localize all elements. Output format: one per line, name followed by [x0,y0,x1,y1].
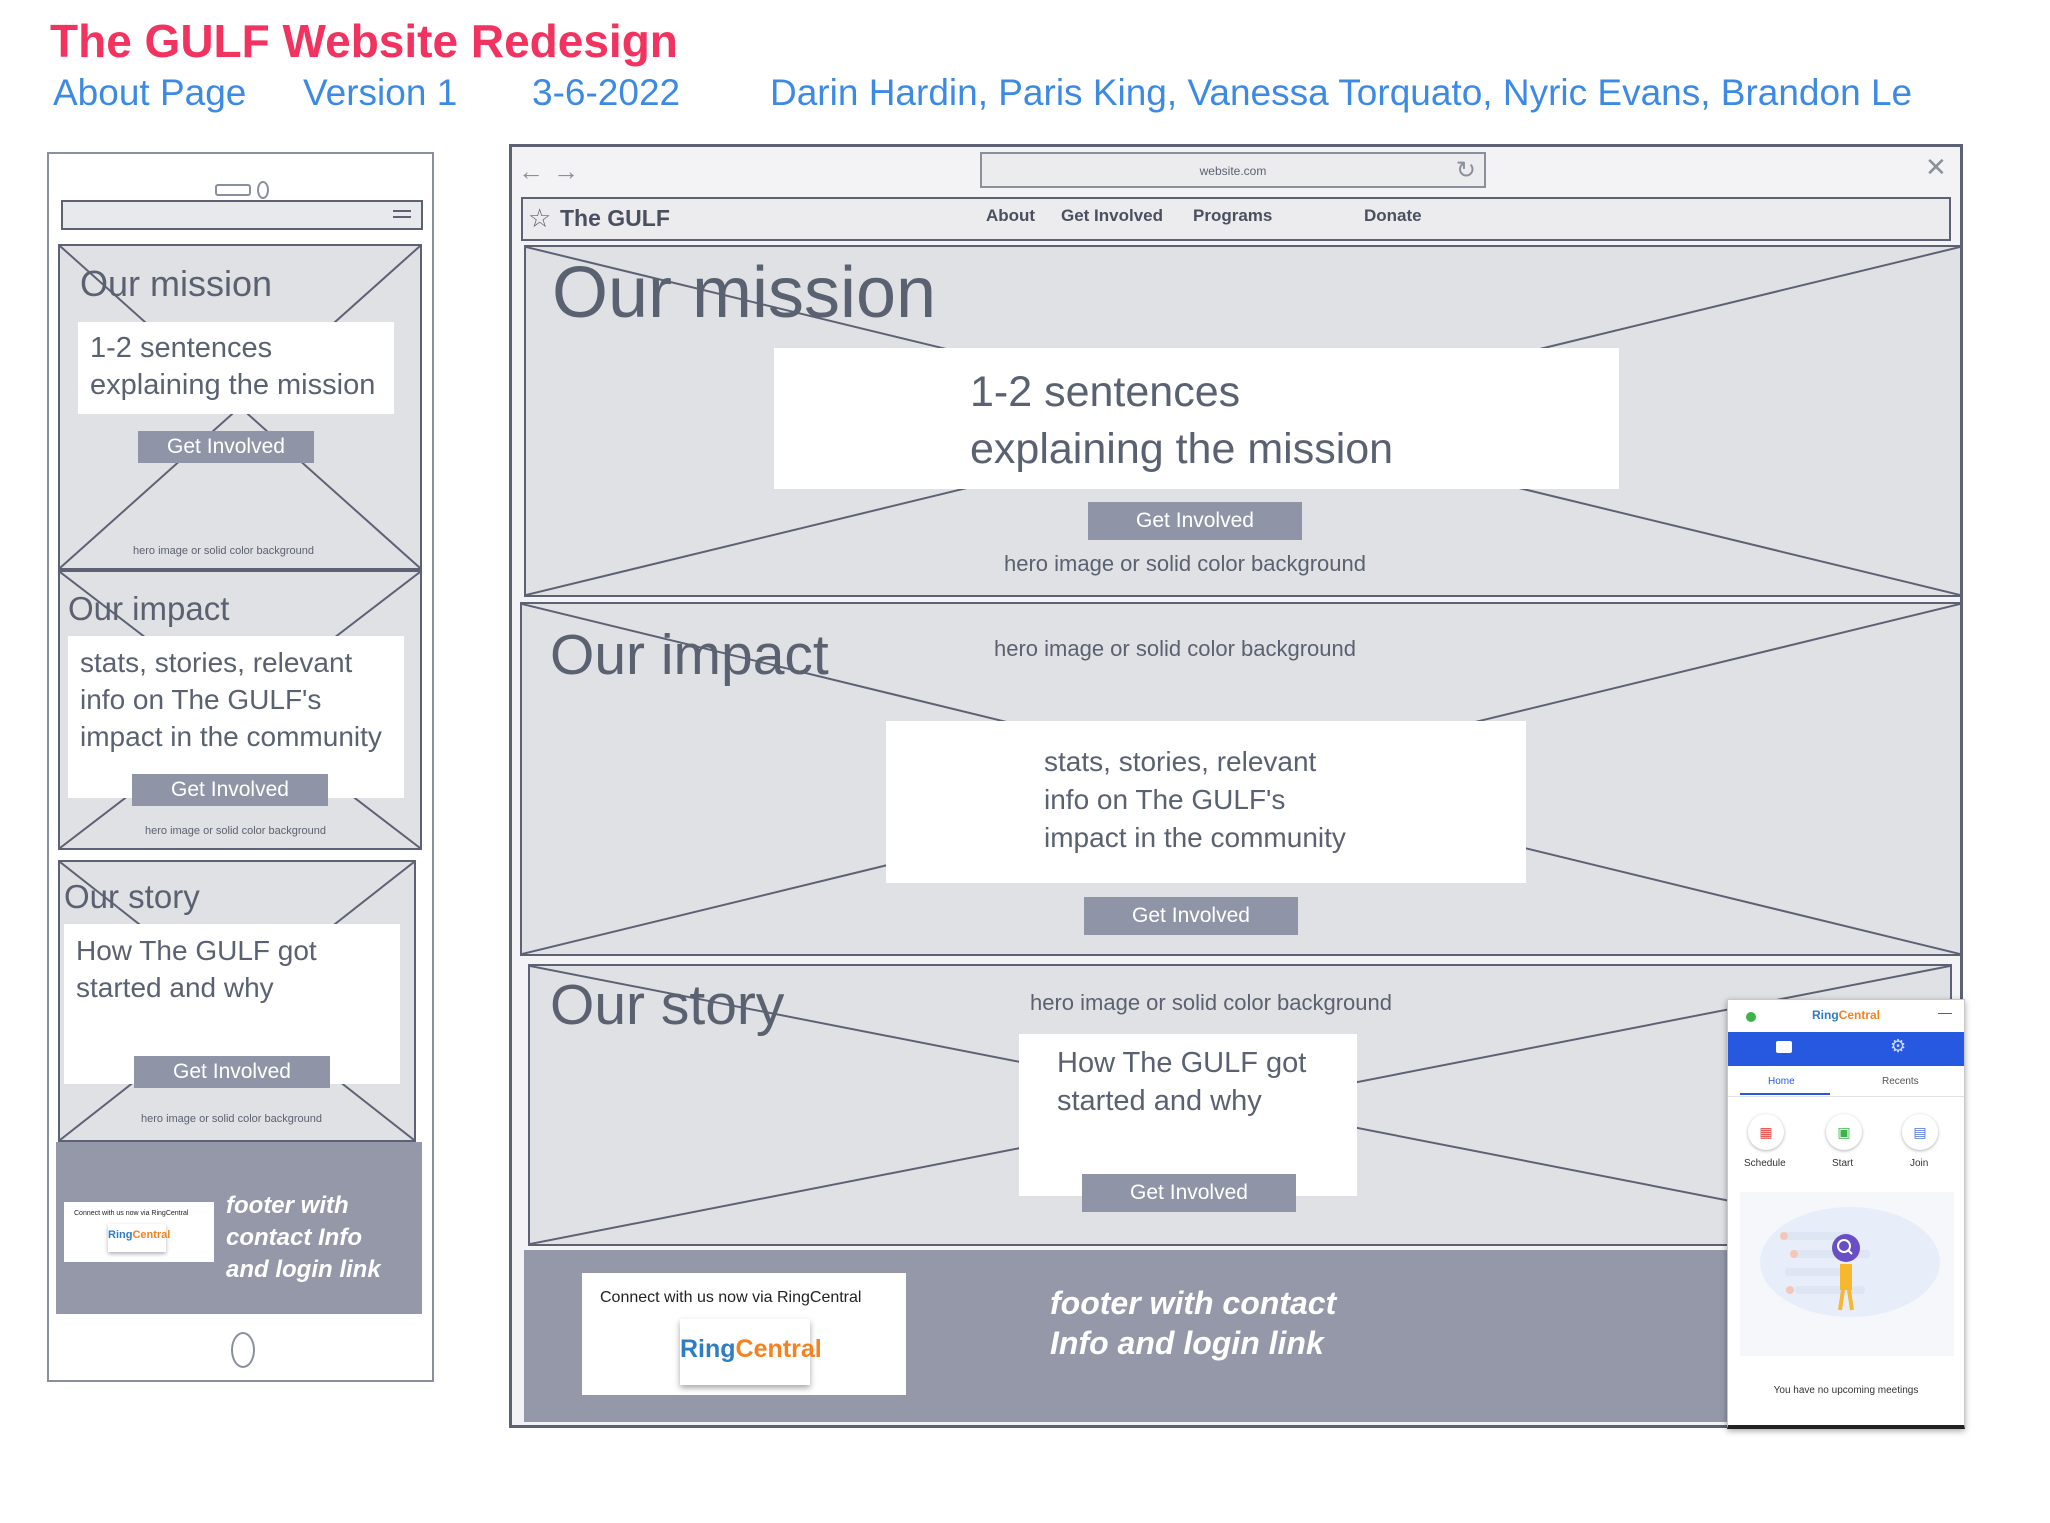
minimize-icon[interactable]: — [1938,1004,1952,1020]
empty-state-illustration [1760,1207,1940,1317]
refresh-icon[interactable]: ↻ [1455,157,1476,184]
desktop-connect-text: Connect with us now via RingCentral [600,1289,862,1306]
desktop-story-text-1: How The GULF got [1057,1047,1307,1079]
desktop-mission-text-2: explaining the mission [970,425,1394,473]
nav-donate[interactable]: Donate [1364,206,1422,225]
mobile-story-text-1: How The GULF got [76,935,317,966]
mobile-impact-caption: hero image or solid color background [145,825,326,837]
phone-speaker [215,184,251,196]
desktop-impact-caption: hero image or solid color background [994,636,1356,661]
tab-recents[interactable]: Recents [1882,1076,1919,1087]
desktop-mission-text-1: 1-2 sentences [970,368,1241,416]
ringcentral-app-window: RingCentral — ⚙ Home Recents ▦ Schedule … [1727,999,1965,1429]
schedule-label: Schedule [1744,1158,1786,1169]
mobile-mission-card: 1-2 sentences explaining the mission [78,322,394,414]
app-header-bar: ⚙ [1728,1032,1964,1066]
phone-home-button [231,1332,255,1368]
join-label: Join [1910,1158,1929,1169]
mobile-story-title: Our story [64,878,200,915]
page-name: About Page [53,72,247,113]
status-dot-icon [1746,1012,1756,1022]
desktop-ringcentral-logo: RingCentral [680,1319,822,1385]
tab-home-underline [1740,1093,1830,1095]
nav-about[interactable]: About [986,206,1036,225]
start-label: Start [1832,1158,1854,1169]
site-navbar [521,197,1951,241]
nav-programs[interactable]: Programs [1193,206,1273,225]
desktop-story-title: Our story [550,973,785,1037]
mobile-impact-title: Our impact [68,590,230,627]
url-text: website.com [1199,164,1267,178]
site-brand[interactable]: The GULF [560,205,670,231]
desktop-impact-card: stats, stories, relevant info on The GUL… [886,721,1526,883]
back-arrow-icon[interactable]: ← [518,156,544,186]
version-label: Version 1 [303,72,458,113]
desktop-impact-get-involved-button[interactable]: Get Involved [1084,897,1298,935]
desktop-footer-text: footer with contact Info and login link [1050,1285,1337,1361]
date-label: 3-6-2022 [532,72,681,113]
document-title: The GULF Website Redesign [50,15,678,67]
desktop-mission-get-involved-button[interactable]: Get Involved [1088,502,1302,540]
star-icon: ☆ [528,203,552,233]
mobile-ringcentral-card[interactable]: Connect with us now via RingCentral Ring… [64,1202,214,1262]
join-button-icon[interactable]: ▤ [1902,1114,1938,1150]
desktop-story-card: How The GULF got started and why [1019,1034,1357,1196]
no-meetings-text: You have no upcoming meetings [1773,1385,1919,1396]
mobile-footer-text: footer with contact Info and login link [226,1192,381,1283]
nav-get-involved[interactable]: Get Involved [1061,206,1164,225]
mobile-connect-text: Connect with us now via RingCentral [74,1210,189,1217]
start-button-icon[interactable]: ▣ [1826,1114,1862,1150]
mobile-impact-get-involved-button[interactable]: Get Involved [132,774,328,806]
tab-home[interactable]: Home [1768,1076,1795,1087]
schedule-button-icon[interactable]: ▦ [1748,1114,1784,1150]
mobile-mission-get-involved-button[interactable]: Get Involved [138,431,314,463]
mobile-impact-text-1: stats, stories, relevant [80,647,353,678]
desktop-impact-text-1: stats, stories, relevant [1044,746,1317,777]
video-camera-icon[interactable] [1776,1041,1792,1053]
mobile-mission-text-2: explaining the mission [90,369,376,401]
mobile-story-caption: hero image or solid color background [141,1113,322,1125]
mobile-story-get-involved-button[interactable]: Get Involved [134,1056,330,1088]
mobile-ringcentral-logo: RingCentral [108,1224,170,1252]
desktop-story-text-2: started and why [1057,1085,1262,1117]
tab-divider [1728,1096,1964,1097]
mobile-impact-text-3: impact in the community [80,721,382,752]
empty-state-panel [1740,1192,1954,1356]
desktop-mission-title: Our mission [552,253,937,333]
mobile-mission-title: Our mission [80,263,273,304]
phone-camera [257,181,269,199]
mobile-impact-text-2: info on The GULF's [80,684,322,715]
app-ringcentral-logo: RingCentral [1811,1008,1880,1022]
desktop-story-get-involved-button[interactable]: Get Involved [1082,1174,1296,1212]
close-window-icon[interactable]: ✕ [1925,152,1947,182]
mobile-mission-caption: hero image or solid color background [133,545,314,557]
address-bar[interactable]: website.com ↻ [980,152,1486,188]
mobile-story-text-2: started and why [76,972,274,1003]
desktop-mission-card: 1-2 sentences explaining the mission [774,348,1619,489]
desktop-mission-caption: hero image or solid color background [1004,551,1366,576]
mobile-mission-text-1: 1-2 sentences [90,332,273,364]
desktop-impact-text-3: impact in the community [1044,822,1346,853]
authors-label: Darin Hardin, Paris King, Vanessa Torqua… [770,72,1913,113]
hamburger-menu-icon[interactable] [393,210,411,218]
forward-arrow-icon[interactable]: → [553,156,579,186]
settings-gear-icon[interactable]: ⚙ [1890,1036,1907,1056]
desktop-impact-title: Our impact [550,623,829,687]
mobile-navbar [61,200,423,230]
desktop-impact-text-2: info on The GULF's [1044,784,1286,815]
desktop-story-caption: hero image or solid color background [1030,990,1392,1015]
desktop-ringcentral-card[interactable]: Connect with us now via RingCentral Ring… [582,1273,906,1395]
mobile-impact-card: stats, stories, relevant info on The GUL… [68,636,404,798]
